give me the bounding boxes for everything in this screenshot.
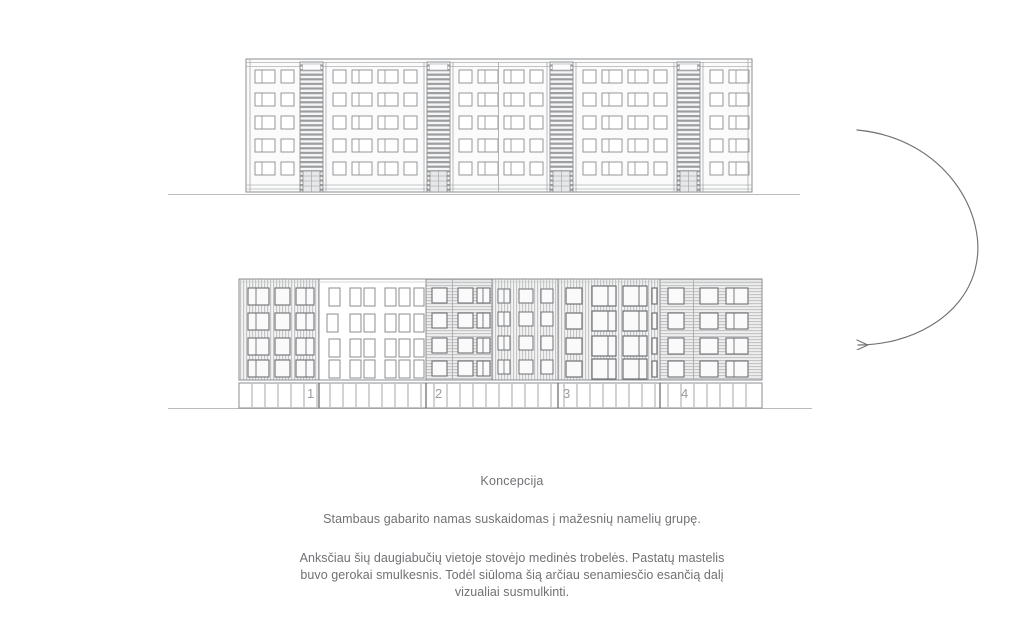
elevation-after: 1 2 3 4 bbox=[168, 278, 812, 410]
concept-body-line-3: vizualiai susmulkinti. bbox=[454, 585, 570, 599]
block-section-2 bbox=[332, 69, 418, 176]
caption-block: Koncepcija Stambaus gabarito namas suska… bbox=[0, 472, 1024, 601]
block-section-1 bbox=[254, 69, 295, 176]
block-section-5 bbox=[709, 69, 750, 176]
volume-label-2: 2 bbox=[435, 386, 442, 401]
stairwell-core-2 bbox=[426, 61, 451, 193]
concept-body: Anksčiau šių daugiabučių vietoje stovėjo… bbox=[252, 550, 772, 601]
volume-number-labels: 1 2 3 4 bbox=[307, 386, 688, 401]
concept-lead: Stambaus gabarito namas suskaidomas į ma… bbox=[323, 512, 701, 526]
volume-label-4: 4 bbox=[681, 386, 688, 401]
volume-4 bbox=[491, 278, 559, 381]
transformation-arrow bbox=[856, 129, 979, 345]
volume-2 bbox=[318, 278, 427, 381]
volume-label-3: 3 bbox=[563, 386, 570, 401]
volume-5 bbox=[557, 278, 661, 381]
volume-6 bbox=[659, 278, 763, 381]
concept-title: Koncepcija bbox=[480, 474, 544, 488]
volume-3 bbox=[425, 278, 493, 381]
ground-floor-arcade bbox=[238, 382, 763, 409]
stairwell-core-4 bbox=[676, 61, 701, 193]
stairwell-core-1 bbox=[299, 61, 324, 193]
elevation-before bbox=[168, 58, 800, 196]
volume-label-1: 1 bbox=[307, 386, 314, 401]
concept-body-line-1: Anksčiau šių daugiabučių vietoje stovėjo… bbox=[299, 551, 725, 565]
block-section-4 bbox=[582, 69, 668, 176]
concept-body-line-2: buvo gerokai smulkesnis. Todėl siūloma š… bbox=[300, 568, 724, 582]
block-section-3 bbox=[458, 62, 544, 192]
volume-1 bbox=[238, 278, 320, 381]
stairwell-core-3 bbox=[549, 61, 574, 193]
